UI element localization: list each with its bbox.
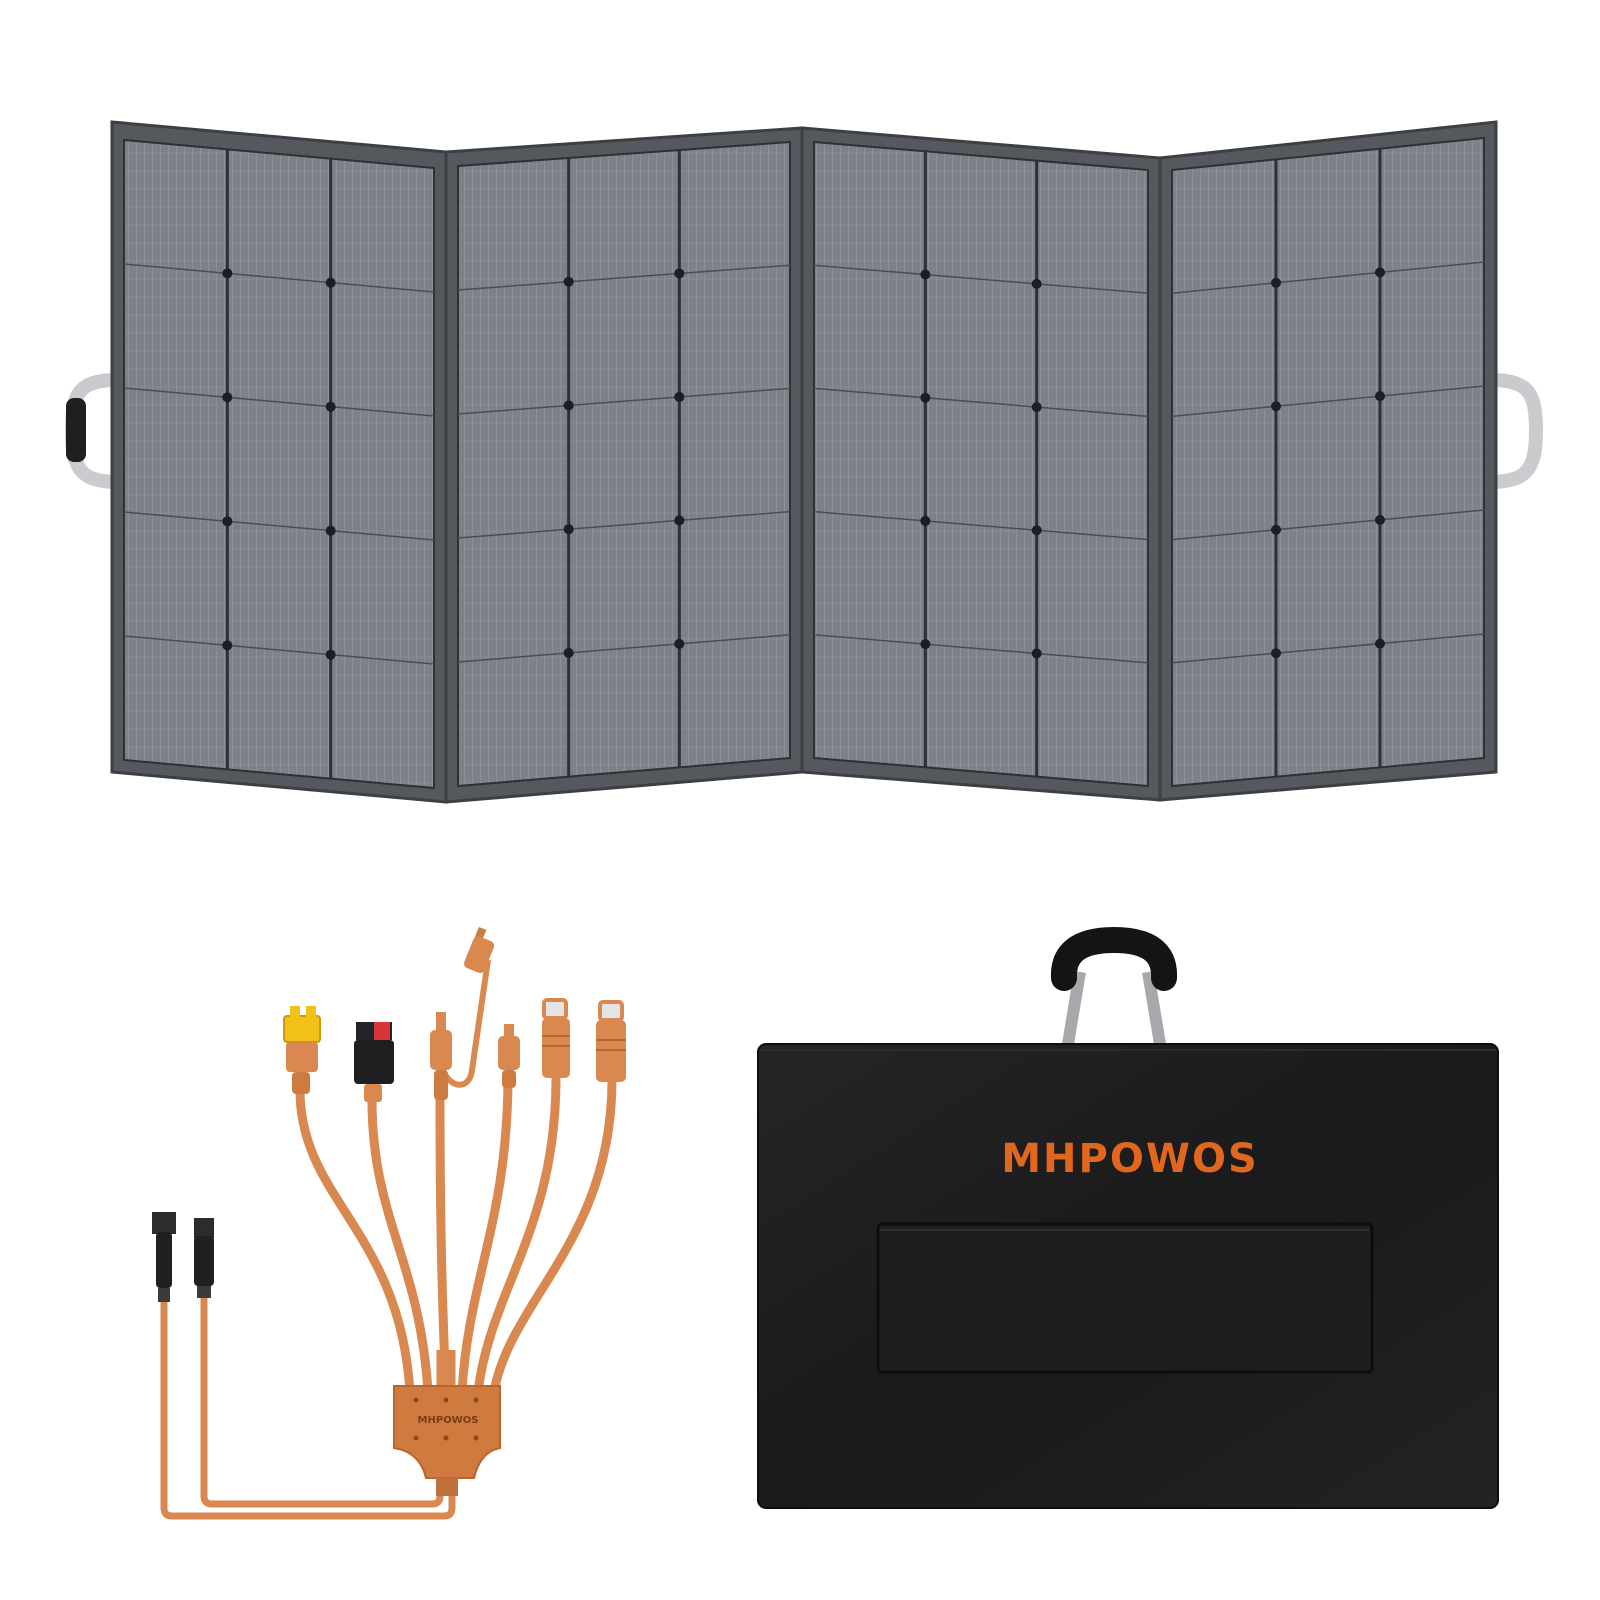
cell-row-divider (457, 510, 791, 539)
cell-row-divider (1171, 509, 1485, 541)
branch-cable-xt60 (295, 1089, 415, 1393)
dc-plug-1 (430, 1012, 452, 1100)
cell-row-divider (813, 510, 1149, 541)
cell-row-divider (1171, 633, 1485, 664)
cell-row-divider (457, 264, 791, 291)
mc4-connector-female (194, 1218, 214, 1298)
cell-row-divider (123, 263, 435, 293)
cell-junction-dot (222, 268, 233, 279)
mc4-connector-male (152, 1212, 176, 1302)
cell-junction-dot (1375, 638, 1385, 649)
bag-front-pocket (876, 1222, 1374, 1374)
cell-junction-dot (1375, 267, 1385, 278)
mc4-lead-cable-outer (160, 1250, 456, 1520)
cell-junction-dot (563, 276, 574, 287)
xt60-connector (283, 1006, 321, 1094)
cell-junction-dot (1031, 648, 1042, 659)
solar-panel-section-3 (800, 126, 1162, 802)
dc-plug-2 (498, 1024, 520, 1088)
anderson-connector (354, 1022, 394, 1102)
cell-junction-dot (920, 515, 931, 526)
cell-junction-dot (920, 639, 931, 650)
cell-junction-dot (674, 268, 685, 279)
solar-panel-section-2 (444, 126, 804, 804)
cell-row-divider (123, 635, 435, 665)
cable-hub: MHPOWOS (393, 1385, 501, 1496)
cell-junction-dot (1271, 524, 1281, 535)
mc4-lead-cable-inner (200, 1244, 444, 1508)
cell-junction-dot (563, 400, 574, 411)
multi-connector-cable: MHPOWOS (152, 927, 626, 1520)
cell-junction-dot (920, 392, 931, 403)
panel-cell-dividers (123, 148, 1485, 779)
dc7909-plug-1 (542, 998, 570, 1078)
bag-brand-logo: MHPOWOS (1001, 1136, 1259, 1182)
cell-junction-dot (1271, 401, 1281, 412)
cell-junction-dot (325, 525, 336, 536)
cell-row-divider (123, 387, 435, 417)
branch-cable-dc-1 (435, 1097, 451, 1393)
branch-cable-dc-2 (457, 1075, 513, 1393)
cell-row-divider (1171, 385, 1485, 418)
cell-junction-dot (222, 640, 233, 651)
cell-junction-dot (1375, 514, 1385, 525)
cell-junction-dot (1031, 278, 1042, 289)
dc-adapter-plug (464, 927, 495, 973)
cell-row-divider (813, 387, 1149, 418)
cell-junction-dot (1271, 648, 1281, 659)
cell-junction-dot (1271, 277, 1281, 288)
bag-handle-grip (1051, 926, 1177, 991)
cell-junction-dot (674, 391, 685, 402)
cell-row-divider (457, 634, 791, 663)
cell-row-divider (1171, 261, 1485, 294)
cell-junction-dot (674, 638, 685, 649)
cell-junction-dot (563, 524, 574, 535)
hub-brand-label: MHPOWOS (418, 1415, 479, 1426)
branch-cable-anderson (367, 1099, 433, 1393)
cell-junction-dot (920, 269, 931, 280)
cell-row-divider (123, 511, 435, 541)
carrying-bag: MHPOWOS (757, 926, 1499, 1509)
cell-junction-dot (325, 277, 336, 288)
cell-junction-dot (222, 516, 233, 527)
cell-row-divider (457, 387, 791, 415)
cell-junction-dot (1031, 402, 1042, 413)
left-handle-grip (66, 398, 86, 462)
dc7909-plug-2 (596, 1000, 626, 1082)
cell-junction-dot (325, 649, 336, 660)
foldable-solar-panel (64, 120, 1544, 804)
cell-junction-dot (674, 515, 685, 526)
cell-row-divider (813, 264, 1149, 294)
cell-junction-dot (563, 647, 574, 658)
cell-junction-dot (222, 392, 233, 403)
branch-cable-dc7909-2 (489, 1079, 617, 1393)
solar-panel-section-4 (1158, 120, 1498, 802)
right-handle (1483, 373, 1544, 489)
solar-panel-section-1 (110, 120, 448, 804)
cell-junction-dot (325, 401, 336, 412)
cell-junction-dot (1375, 391, 1385, 402)
branch-cable-dc7909-1 (473, 1077, 561, 1393)
cell-junction-dot (1031, 525, 1042, 536)
cell-row-divider (813, 634, 1149, 664)
